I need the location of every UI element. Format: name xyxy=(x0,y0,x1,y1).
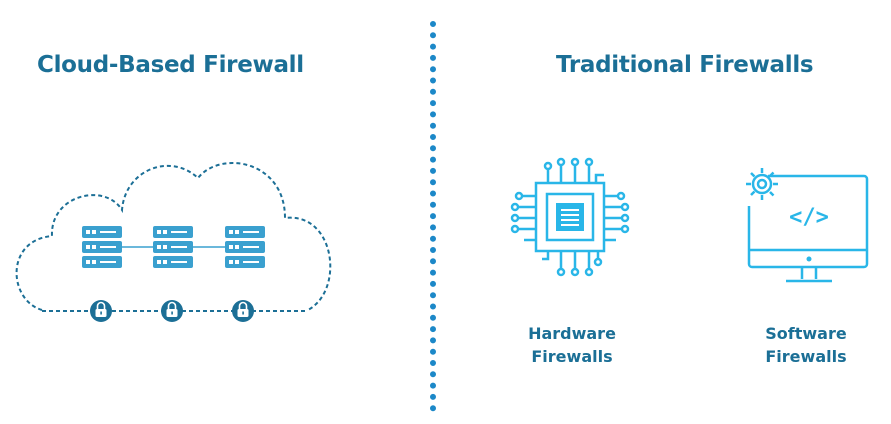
lock-icon xyxy=(90,300,112,322)
chip-icon xyxy=(510,157,630,277)
code-glyph: </> xyxy=(789,205,829,230)
server-stack-middle-icon xyxy=(153,226,193,268)
server-stack-left-icon xyxy=(82,226,122,268)
cloud-firewall-title: Cloud-Based Firewall xyxy=(37,52,304,78)
caption-line: Firewalls xyxy=(765,347,847,366)
traditional-firewalls-title: Traditional Firewalls xyxy=(556,52,814,78)
cloud-icon xyxy=(15,162,332,311)
caption-line: Software xyxy=(765,324,847,343)
lock-icon xyxy=(232,300,254,322)
monitor-code-icon xyxy=(746,168,869,283)
caption-line: Hardware xyxy=(528,324,616,343)
software-firewalls-caption: Software Firewalls xyxy=(726,322,886,368)
caption-line: Firewalls xyxy=(531,347,613,366)
server-stack-right-icon xyxy=(225,226,265,268)
lock-icon xyxy=(161,300,183,322)
hardware-firewalls-caption: Hardware Firewalls xyxy=(492,322,652,368)
